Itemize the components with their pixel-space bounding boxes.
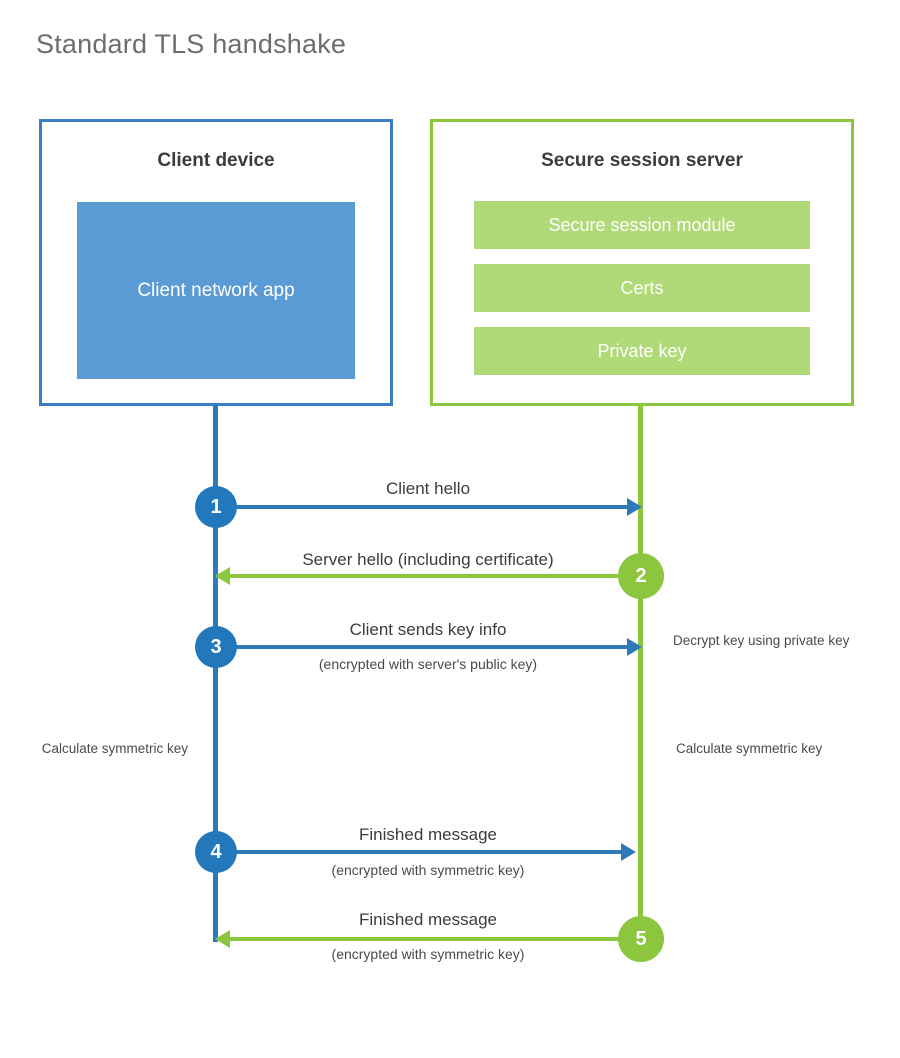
step-5-label: Finished message bbox=[359, 910, 497, 929]
step-1-label: Client hello bbox=[385, 479, 471, 498]
step-3-label: Client sends key info bbox=[349, 620, 507, 639]
server-module-certs: Certs bbox=[474, 264, 810, 312]
step-5-arrow-head-icon bbox=[215, 930, 230, 948]
step-2-arrow-line bbox=[230, 574, 620, 578]
step-3-arrow-head-icon bbox=[627, 638, 642, 656]
note-client-calculate-symmetric-key: Calculate symmetric key bbox=[41, 741, 188, 756]
step-4-arrow-head-icon bbox=[621, 843, 636, 861]
step-2-label: Server hello (including certificate) bbox=[302, 550, 554, 569]
step-3-sublabel: (encrypted with server's public key) bbox=[318, 656, 538, 672]
step-3-arrow-line bbox=[216, 645, 627, 649]
step-marker-5[interactable]: 5 bbox=[618, 916, 664, 962]
step-5-arrow-line bbox=[230, 937, 620, 941]
client-lifeline bbox=[213, 404, 218, 942]
step-marker-1[interactable]: 1 bbox=[195, 486, 237, 528]
step-marker-3[interactable]: 3 bbox=[195, 626, 237, 668]
step-5-sublabel: (encrypted with symmetric key) bbox=[331, 946, 525, 962]
step-1-arrow-line bbox=[216, 505, 627, 509]
note-server-calculate-symmetric-key: Calculate symmetric key bbox=[676, 741, 823, 756]
server-module-secure-session-module: Secure session module bbox=[474, 201, 810, 249]
page-title: Standard TLS handshake bbox=[36, 29, 347, 59]
server-lifeline bbox=[638, 404, 643, 941]
secure-session-server-box: Secure session server Secure session mod… bbox=[430, 119, 854, 406]
secure-session-server-title: Secure session server bbox=[541, 150, 743, 171]
step-marker-4[interactable]: 4 bbox=[195, 831, 237, 873]
client-device-title: Client device bbox=[157, 150, 275, 171]
note-decrypt-key: Decrypt key using private key bbox=[673, 633, 850, 648]
client-network-app-block: Client network app bbox=[77, 202, 355, 379]
step-2-arrow-head-icon bbox=[215, 567, 230, 585]
step-4-label: Finished message bbox=[359, 825, 497, 844]
step-marker-2[interactable]: 2 bbox=[618, 553, 664, 599]
client-device-box: Client device Client network app bbox=[39, 119, 393, 406]
server-module-private-key: Private key bbox=[474, 327, 810, 375]
step-1-arrow-head-icon bbox=[627, 498, 642, 516]
step-4-arrow-line bbox=[216, 850, 621, 854]
step-4-sublabel: (encrypted with symmetric key) bbox=[331, 862, 525, 878]
